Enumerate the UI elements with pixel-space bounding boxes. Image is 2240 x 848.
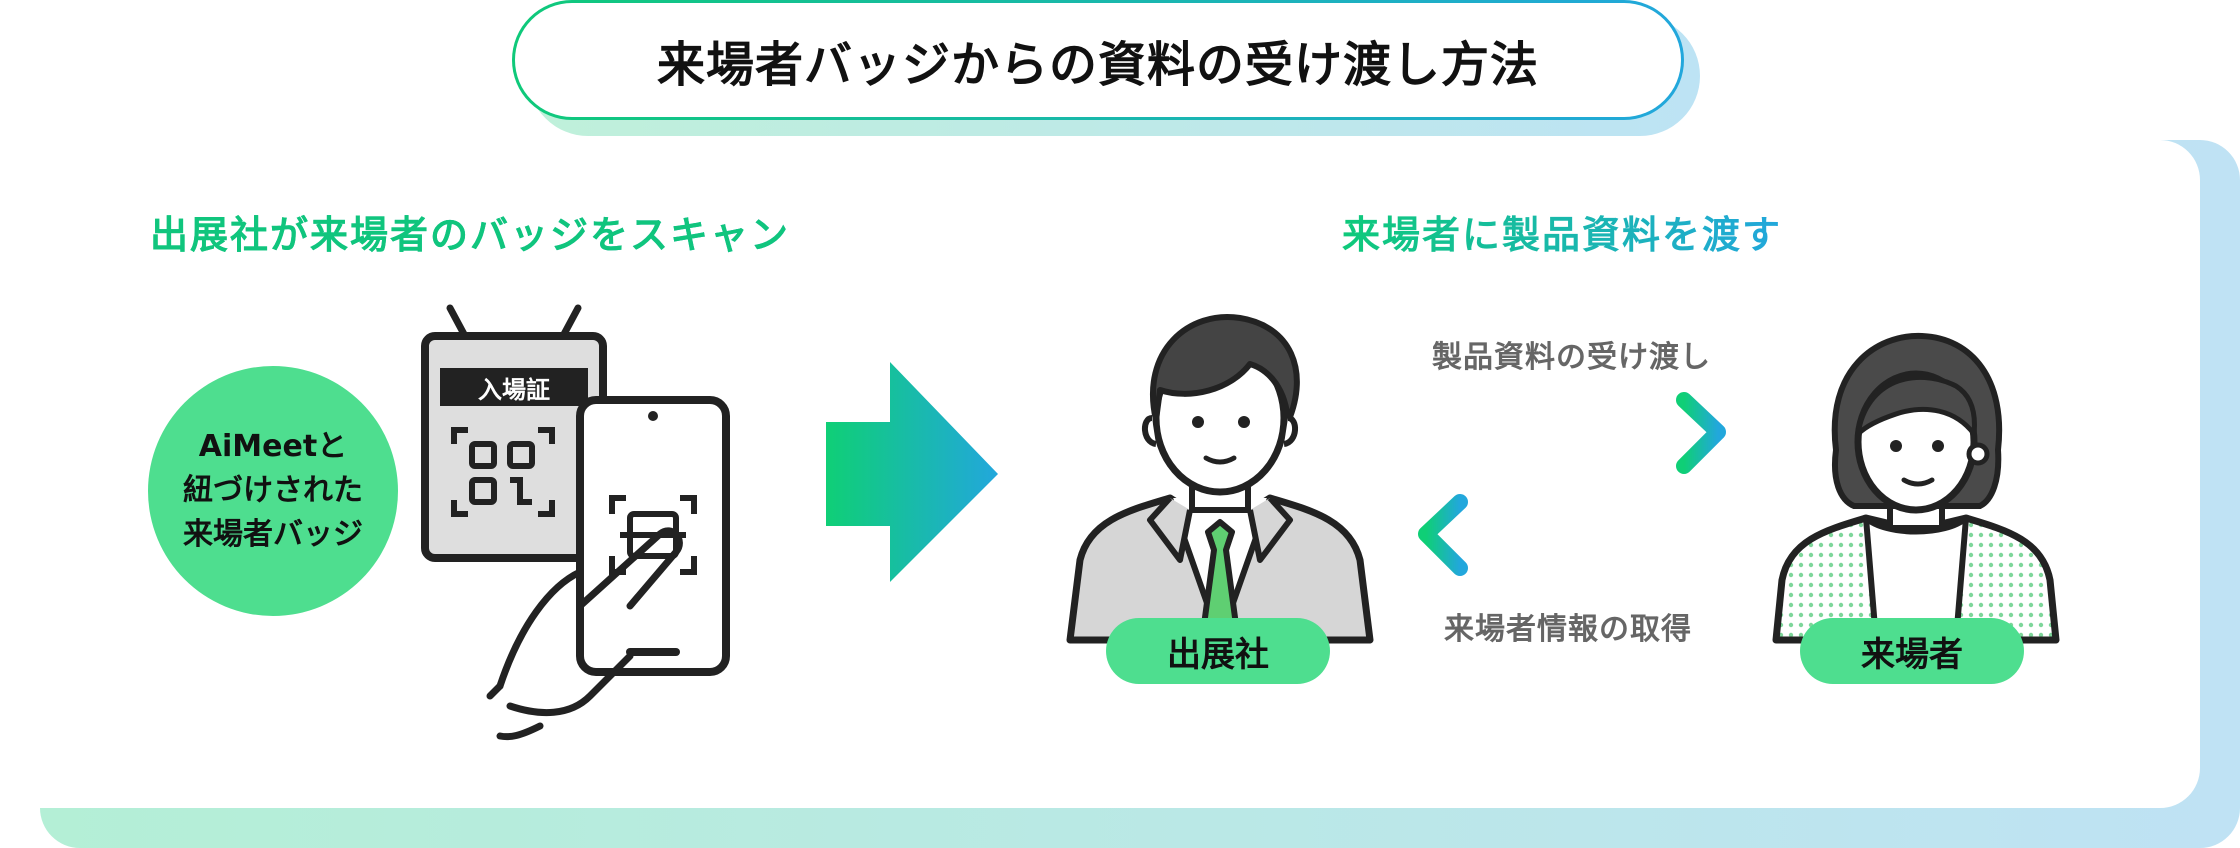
arrow-bottom-label: 来場者情報の取得 xyxy=(1444,612,1692,647)
right-section-heading: 来場者に製品資料を渡す xyxy=(1342,204,1782,259)
page-title: 来場者バッジからの資料の受け渡し方法 xyxy=(515,3,1681,117)
visitor-person-icon xyxy=(1772,332,2060,644)
badge-line-1: AiMeetと xyxy=(198,429,348,464)
left-section-heading: 出展社が来場者のバッジをスキャン xyxy=(150,204,790,259)
badge-line-3: 来場者バッジ xyxy=(183,517,363,552)
attendee-badge-circle: AiMeetと 紐づけされた 来場者バッジ xyxy=(148,366,398,616)
entry-pass-icon xyxy=(421,304,607,562)
exchange-arrows-icon xyxy=(1414,392,1730,576)
next-step-arrow-icon xyxy=(826,362,998,582)
smartphone-hand-icon xyxy=(486,396,730,741)
exhibitor-label: 出展社 xyxy=(1106,618,1330,684)
visitor-label: 来場者 xyxy=(1800,618,2024,684)
title-pill: 来場者バッジからの資料の受け渡し方法 xyxy=(512,0,1684,120)
entry-pass-label: 入場証 xyxy=(478,375,550,404)
badge-line-2: 紐づけされた xyxy=(183,473,363,508)
arrow-top-label: 製品資料の受け渡し xyxy=(1432,340,1711,375)
exhibitor-person-icon xyxy=(1066,314,1374,644)
